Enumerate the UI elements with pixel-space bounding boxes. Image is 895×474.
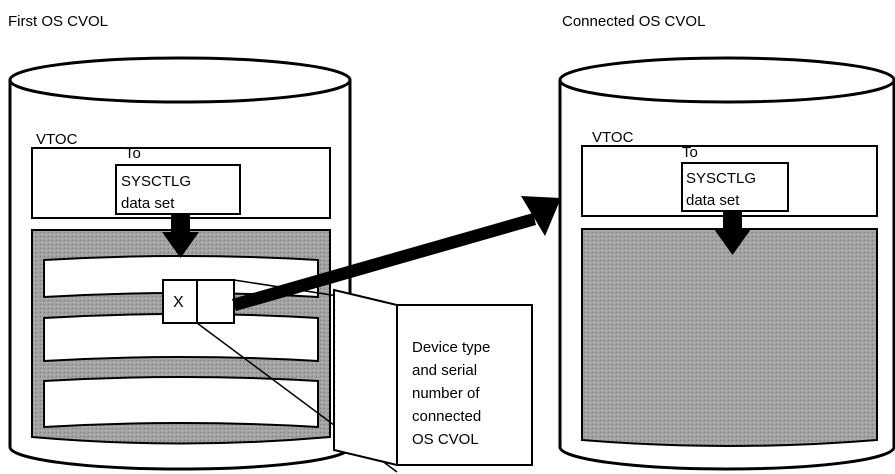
right-to-label: To bbox=[682, 144, 698, 161]
callout-line-1: Device type bbox=[412, 339, 490, 356]
left-record-slot-1 bbox=[43, 255, 319, 299]
callout-line-4: connected bbox=[412, 408, 481, 425]
right-sysctlg-box bbox=[681, 162, 789, 212]
right-cylinder-title: Connected OS CVOL bbox=[562, 13, 705, 30]
right-sysctlg-label: SYSCTLG bbox=[686, 170, 756, 187]
callout-line-3: number of bbox=[412, 385, 480, 402]
callout-line-5: OS CVOL bbox=[412, 431, 479, 448]
left-to-label: To bbox=[125, 145, 141, 162]
callout-line-2: and serial bbox=[412, 362, 477, 379]
left-vtoc-label: VTOC bbox=[36, 131, 78, 148]
left-cylinder-top bbox=[8, 56, 352, 104]
left-record-slot-3 bbox=[43, 376, 319, 429]
left-dataset-label: data set bbox=[121, 195, 175, 212]
connection-arrow bbox=[232, 196, 561, 311]
connected-os-cvol-cylinder: VTOC To SYSCTLG data set bbox=[558, 56, 895, 471]
first-os-cvol-cylinder: VTOC To SYSCTLG data set X bbox=[8, 56, 352, 471]
connector-entry-box bbox=[162, 279, 198, 324]
right-sysctlg-dataset-area bbox=[581, 228, 878, 447]
connector-entry-marker: X bbox=[173, 294, 184, 311]
left-cylinder-title: First OS CVOL bbox=[8, 13, 108, 30]
right-down-arrow bbox=[714, 211, 751, 255]
left-record-slot-2 bbox=[43, 313, 319, 363]
right-cylinder-top bbox=[558, 56, 895, 104]
left-sysctlg-label: SYSCTLG bbox=[121, 173, 191, 190]
connector-pointer-box bbox=[196, 279, 235, 324]
callout-box: Device type and serial number of connect… bbox=[333, 288, 533, 467]
left-down-arrow bbox=[162, 214, 199, 258]
right-vtoc-label: VTOC bbox=[592, 129, 634, 146]
right-dataset-label: data set bbox=[686, 192, 740, 209]
